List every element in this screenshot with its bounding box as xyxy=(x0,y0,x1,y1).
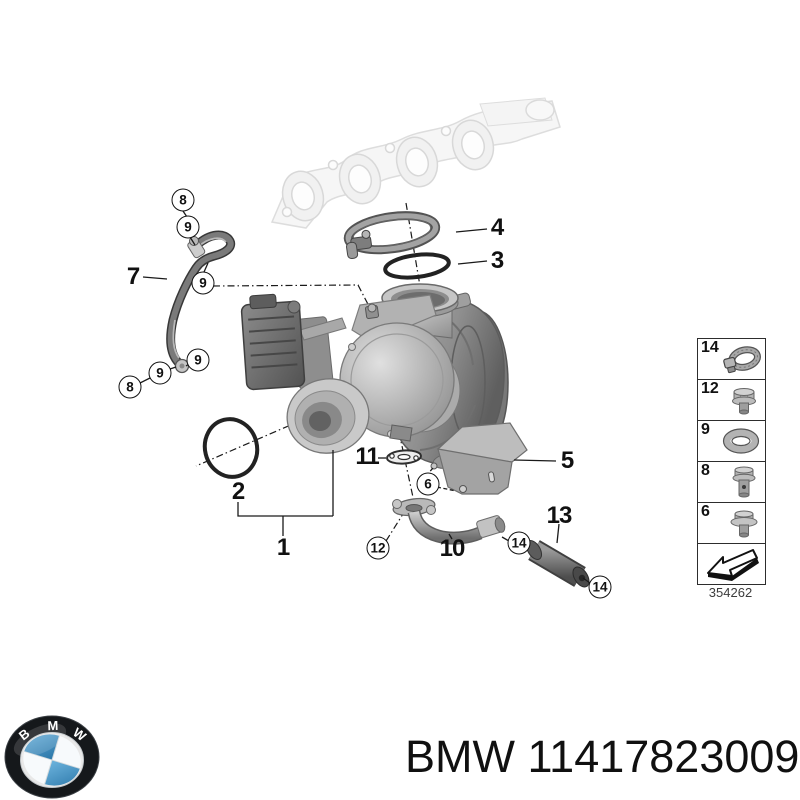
oil-return-pipe xyxy=(392,497,506,545)
gasket-ring-3 xyxy=(383,252,451,280)
o-ring-2 xyxy=(202,417,260,479)
parts-legend: 14 12 9 8 xyxy=(697,338,766,585)
v-band-clamp xyxy=(343,211,441,260)
figure-number: 354262 xyxy=(708,585,753,600)
legend-row-6: 6 xyxy=(698,503,765,544)
legend-row-12: 12 xyxy=(698,380,765,421)
legend-label: 9 xyxy=(701,421,710,438)
banjo-bolt-icon xyxy=(732,466,756,498)
logo-letter-m: M xyxy=(47,718,58,733)
exhaust-hose xyxy=(525,540,590,588)
gasket-11 xyxy=(386,449,422,465)
legend-label: 8 xyxy=(701,462,710,479)
legend-label: 6 xyxy=(701,503,710,520)
exhaust-manifold-ghost xyxy=(270,97,561,229)
turbocharger-body xyxy=(240,283,509,469)
legend-row-14: 14 xyxy=(698,339,765,380)
hex-bolt-icon xyxy=(732,388,756,415)
hose-clamp-icon xyxy=(723,346,761,374)
legend-label: 12 xyxy=(701,380,719,397)
bmw-logo: B M W xyxy=(4,715,100,799)
legend-row-8: 8 xyxy=(698,462,765,503)
legend-row-arrow xyxy=(698,544,765,584)
flange-bolt-icon xyxy=(730,510,758,538)
legend-row-9: 9 xyxy=(698,421,765,462)
heat-shield xyxy=(430,422,528,495)
part-number-label: BMW 11417823009 xyxy=(405,731,800,782)
sealing-ring-icon xyxy=(722,428,760,454)
direction-arrow-icon xyxy=(707,549,759,581)
oil-feed-line xyxy=(166,230,236,374)
legend-label: 14 xyxy=(701,339,719,356)
